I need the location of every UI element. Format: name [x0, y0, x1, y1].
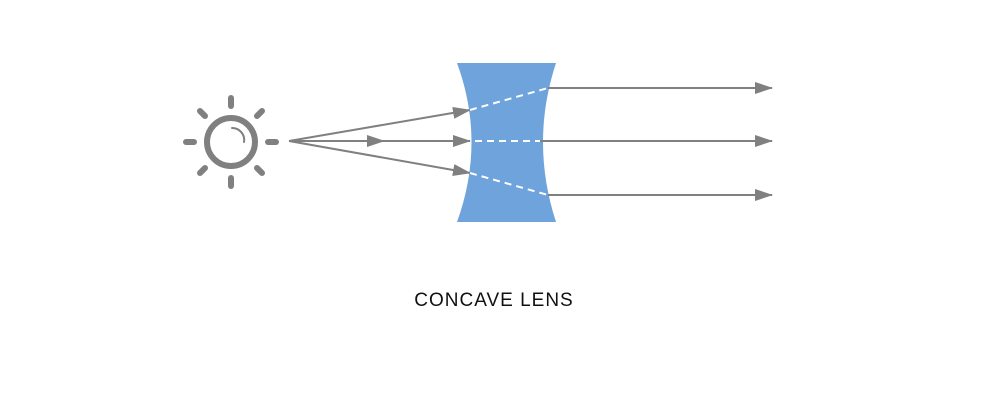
refracted-rays-inside-lens: [469, 87, 549, 196]
sun-icon: [183, 95, 279, 189]
outgoing-rays: [540, 82, 773, 201]
diagram-caption: CONCAVE LENS: [414, 290, 574, 311]
incoming-rays: [288, 106, 471, 176]
concave-lens: [457, 63, 556, 222]
